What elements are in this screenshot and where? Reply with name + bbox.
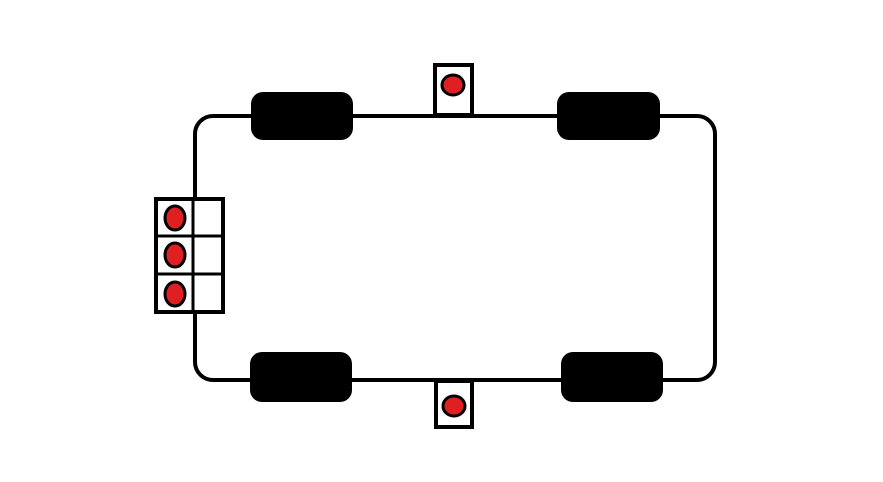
wheel-bottom-left: [250, 352, 352, 402]
sensor-left-dot-1: [163, 204, 187, 232]
wheel-bottom-right: [561, 352, 663, 402]
wheel-top-left: [251, 92, 353, 140]
sensor-top: [433, 63, 474, 117]
chassis-body: [193, 114, 717, 382]
sensor-left-dot-2: [163, 241, 187, 269]
sensor-bottom-dot: [441, 394, 467, 418]
sensor-top-housing: [433, 63, 474, 117]
wheel-top-right: [557, 92, 660, 140]
sensor-bottom: [434, 379, 474, 429]
sensor-left-dot-3: [163, 280, 187, 308]
sensor-top-dot: [440, 73, 466, 97]
sensor-array-left: [154, 197, 225, 314]
